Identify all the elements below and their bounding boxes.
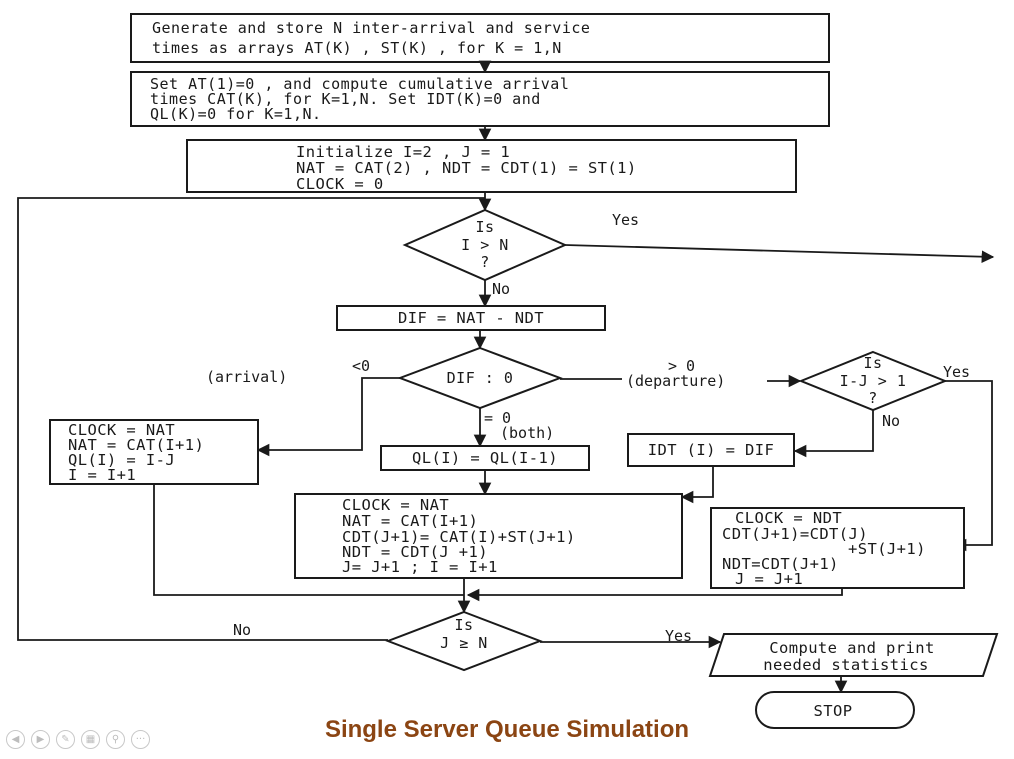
svg-text:CDT(J+1)= CAT(I)+ST(J+1): CDT(J+1)= CAT(I)+ST(J+1) — [342, 528, 576, 546]
svg-text:I-J > 1: I-J > 1 — [840, 372, 907, 390]
dif-box: DIF = NAT - NDT — [336, 305, 606, 331]
svg-text:Compute and print: Compute and print — [769, 639, 934, 657]
label-lt0: <0 — [352, 357, 370, 375]
svg-text:IDT (I) = DIF: IDT (I) = DIF — [648, 441, 775, 459]
label-both: (both) — [500, 424, 554, 442]
svg-text:CLOCK = NAT: CLOCK = NAT — [68, 421, 175, 439]
svg-text:NDT=CDT(J+1): NDT=CDT(J+1) — [722, 555, 839, 573]
both-box: CLOCK = NAT NAT = CAT(I+1) CDT(J+1)= CAT… — [294, 493, 683, 579]
label-eq0: = 0 — [484, 409, 511, 427]
label-yes-ij: Yes — [943, 363, 970, 381]
svg-text:Is: Is — [475, 218, 494, 236]
svg-text:NAT = CAT(I+1): NAT = CAT(I+1) — [68, 436, 204, 454]
label-no-i-gt-n: No — [492, 280, 510, 298]
svg-text:J= J+1 ; I = I+1: J= J+1 ; I = I+1 — [342, 558, 498, 576]
svg-text:DIF : 0: DIF : 0 — [447, 369, 514, 387]
svg-text:STOP: STOP — [814, 702, 853, 720]
slideshow-controls: ◀ ▶ ✎ ▦ ⚲ ··· — [6, 730, 150, 749]
pen-icon[interactable]: ✎ — [56, 730, 75, 749]
set-line-2: times CAT(K), for K=1,N. Set IDT(K)=0 an… — [150, 90, 541, 108]
init-box: Initialize I=2 , J = 1 NAT = CAT(2) , ND… — [186, 139, 797, 193]
prev-icon[interactable]: ◀ — [6, 730, 25, 749]
departure-box: CLOCK = NDT CDT(J+1)=CDT(J) +ST(J+1) NDT… — [710, 507, 965, 589]
svg-text:?: ? — [868, 389, 878, 407]
init-line-2: NAT = CAT(2) , NDT = CDT(1) = ST(1) — [296, 159, 637, 177]
label-yes-i-gt-n: Yes — [612, 211, 639, 229]
play-icon[interactable]: ▶ — [31, 730, 50, 749]
svg-text:J = J+1: J = J+1 — [735, 570, 803, 588]
zoom-icon[interactable]: ⚲ — [106, 730, 125, 749]
svg-text:I > N: I > N — [461, 236, 509, 254]
init-line-3: CLOCK = 0 — [296, 175, 384, 193]
idt-box: IDT (I) = DIF — [627, 433, 795, 467]
screen-icon[interactable]: ▦ — [81, 730, 100, 749]
svg-text:?: ? — [480, 253, 490, 271]
label-no-ij: No — [882, 412, 900, 430]
svg-text:NDT = CDT(J +1): NDT = CDT(J +1) — [342, 543, 488, 561]
generate-line-2: times as arrays AT(K) , ST(K) , for K = … — [152, 39, 562, 57]
svg-text:J ≥ N: J ≥ N — [440, 634, 488, 652]
arrival-box: CLOCK = NAT NAT = CAT(I+1) QL(I) = I-J I… — [49, 419, 259, 485]
svg-text:CDT(J+1)=CDT(J): CDT(J+1)=CDT(J) — [722, 525, 868, 543]
slide-title: Single Server Queue Simulation — [324, 716, 690, 743]
label-yes-bottom: Yes — [665, 627, 692, 645]
svg-text:Is: Is — [454, 616, 473, 634]
decision-i-gt-n: Is I > N ? — [402, 208, 568, 282]
decision-ij-gt-1: Is I-J > 1 ? — [798, 350, 948, 412]
svg-text:NAT = CAT(I+1): NAT = CAT(I+1) — [342, 512, 478, 530]
svg-text:CLOCK = NDT: CLOCK = NDT — [735, 509, 842, 527]
generate-box: Generate and store N inter-arrival and s… — [130, 13, 830, 63]
svg-text:Is: Is — [863, 354, 882, 372]
compute-box: Compute and print needed statistics — [708, 633, 999, 677]
generate-line-1: Generate and store N inter-arrival and s… — [152, 19, 590, 37]
label-arrival: (arrival) — [206, 368, 287, 386]
svg-text:CLOCK = NAT: CLOCK = NAT — [342, 496, 449, 514]
svg-text:DIF = NAT - NDT: DIF = NAT - NDT — [398, 309, 544, 327]
set-line-1: Set AT(1)=0 , and compute cumulative arr… — [150, 75, 569, 93]
set-box: Set AT(1)=0 , and compute cumulative arr… — [130, 71, 830, 127]
svg-text:QL(I) = QL(I-1): QL(I) = QL(I-1) — [412, 449, 558, 467]
svg-text:QL(I) = I-J: QL(I) = I-J — [68, 451, 175, 469]
label-no-bottom: No — [233, 621, 251, 639]
stop-terminal: STOP — [755, 691, 915, 729]
label-gt0: > 0 — [668, 357, 695, 375]
init-line-1: Initialize I=2 , J = 1 — [296, 143, 510, 161]
set-line-3: QL(K)=0 for K=1,N. — [150, 105, 322, 123]
decision-dif0: DIF : 0 — [397, 346, 563, 410]
svg-text:+ST(J+1): +ST(J+1) — [848, 540, 926, 558]
ql-box: QL(I) = QL(I-1) — [380, 445, 590, 471]
svg-text:I = I+1: I = I+1 — [68, 466, 136, 484]
label-departure: (departure) — [626, 372, 725, 390]
decision-j-ge-n: Is J ≥ N — [385, 610, 543, 672]
svg-text:needed statistics: needed statistics — [763, 656, 928, 674]
more-icon[interactable]: ··· — [131, 730, 150, 749]
